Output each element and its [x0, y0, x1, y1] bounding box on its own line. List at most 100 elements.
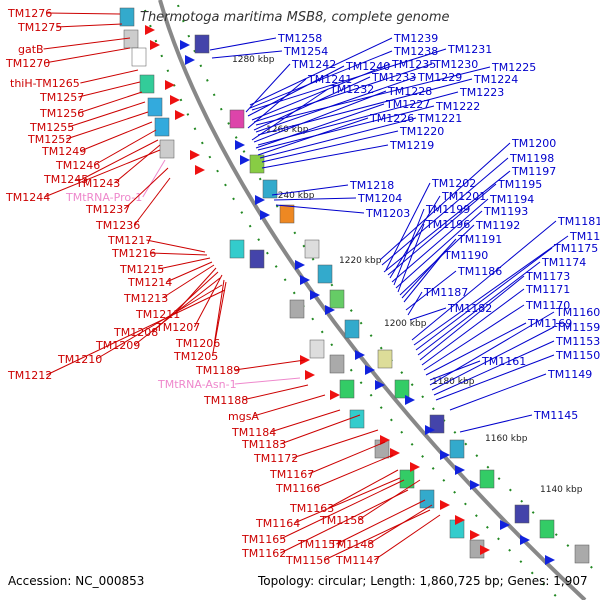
left-gene-label: TM1244: [5, 191, 50, 204]
left-gene-label: TM1206: [175, 337, 220, 350]
left-leader-line: [162, 264, 215, 299]
left-gene-label: TM1209: [95, 339, 140, 352]
right-leader-line: [259, 117, 417, 159]
left-leader-line: [324, 509, 431, 561]
right-gene-label: TM1239: [393, 32, 438, 45]
right-leader-line: [255, 103, 385, 149]
red-strand-arrow: [190, 150, 200, 160]
blue-strand-arrow: [405, 395, 415, 405]
right-leader-line: [257, 105, 435, 151]
left-leader-line: [134, 177, 171, 226]
right-gene-label: TM1235: [391, 58, 436, 71]
left-gene-label: TM1214: [127, 276, 172, 289]
red-strand-arrow: [165, 80, 175, 90]
gene-block: [289, 299, 305, 319]
right-leader-line: [397, 223, 425, 293]
right-gene-label: TM1201: [441, 190, 486, 203]
genome-backbone: [158, 0, 587, 600]
left-leader-line: [242, 384, 309, 401]
left-leader-line: [150, 252, 208, 256]
left-gene-label: TM1255: [29, 121, 74, 134]
blue-strand-arrow: [545, 555, 555, 565]
left-gene-label: TM1276: [7, 7, 52, 20]
blue-strand-arrow: [310, 290, 320, 300]
left-gene-label: TM1252: [27, 133, 72, 146]
right-gene-label: TM1232: [329, 83, 374, 96]
right-leader-line: [261, 144, 389, 169]
gene-block: [262, 179, 278, 199]
left-leader-line: [234, 359, 306, 371]
left-leader-line: [142, 159, 166, 198]
left-gene-label: TM1246: [55, 159, 100, 172]
right-gene-label: TM1240: [345, 60, 390, 73]
gene-block: [131, 47, 147, 67]
left-gene-label: TM1163: [289, 502, 334, 515]
right-gene-label: TM1228: [387, 85, 432, 98]
left-leader-line: [44, 47, 131, 64]
left-leader-line: [43, 37, 131, 50]
right-gene-label: TM1196: [425, 218, 470, 231]
blue-strand-arrow: [440, 450, 450, 460]
left-leader-line: [174, 267, 217, 315]
right-gene-label: TM1176: [569, 230, 600, 243]
genome-summary-text: Topology: circular; Length: 1,860,725 bp…: [258, 574, 588, 588]
right-gene-label: TM1238: [393, 45, 438, 58]
right-leader-line: [421, 288, 525, 366]
left-gene-label: mgsA: [228, 410, 259, 423]
right-leader-line: [409, 307, 447, 321]
right-leader-line: [251, 48, 447, 111]
left-leader-line: [280, 414, 361, 445]
right-leader-line: [383, 170, 511, 273]
gene-block: [514, 504, 530, 524]
right-leader-line: [379, 142, 511, 261]
right-gene-label: TM1174: [541, 256, 586, 269]
right-gene-label: TM1202: [431, 177, 476, 190]
right-gene-label: TM1230: [433, 58, 478, 71]
right-gene-label: TM1197: [511, 165, 556, 178]
red-strand-arrow: [170, 95, 180, 105]
kbp-tick-label: 1280 kbp: [232, 55, 275, 65]
red-strand-arrow: [145, 25, 155, 35]
blue-strand-arrow: [470, 480, 480, 490]
left-leader-line: [211, 281, 227, 357]
left-gene-label: TM1158: [319, 514, 364, 527]
right-leader-line: [253, 63, 433, 123]
red-strand-arrow: [175, 110, 185, 120]
left-gene-label: TM1167: [269, 468, 314, 481]
right-gene-label: TM1233: [371, 71, 416, 84]
left-leader-line: [158, 257, 211, 270]
left-gene-label: TM1205: [173, 350, 218, 363]
right-gene-label: TM1221: [417, 112, 462, 125]
right-leader-line: [385, 182, 431, 271]
gene-block: [249, 154, 265, 174]
left-leader-line: [96, 284, 223, 360]
left-gene-label: TM1147: [335, 554, 380, 567]
right-leader-line: [403, 254, 443, 303]
right-gene-label: TM1254: [283, 45, 328, 58]
left-leader-line: [336, 499, 426, 545]
left-leader-line: [82, 139, 159, 180]
left-gene-label: TM1270: [5, 57, 50, 70]
left-leader-line: [146, 239, 206, 253]
gene-block: [344, 319, 360, 339]
left-gene-label: TM1156: [285, 554, 330, 567]
red-strand-arrow: [455, 515, 465, 525]
accession-text: Accession: NC_000853: [8, 574, 145, 588]
red-strand-arrow: [410, 462, 420, 472]
right-leader-line: [273, 197, 357, 201]
blue-strand-arrow: [365, 365, 375, 375]
gene-block: [329, 289, 345, 309]
right-gene-label: TM1204: [357, 192, 402, 205]
left-leader-line: [328, 469, 399, 509]
gene-block: [539, 519, 555, 539]
blue-strand-arrow: [325, 305, 335, 315]
left-leader-line: [124, 167, 169, 210]
kbp-tick-label: 1140 kbp: [540, 485, 583, 495]
gene-block: [394, 379, 410, 399]
right-gene-label: TM1150: [555, 349, 600, 362]
red-strand-arrow: [440, 500, 450, 510]
right-leader-line: [387, 183, 497, 276]
right-leader-line: [401, 238, 457, 299]
right-leader-line: [405, 270, 457, 311]
left-gene-label: TM1207: [155, 321, 200, 334]
